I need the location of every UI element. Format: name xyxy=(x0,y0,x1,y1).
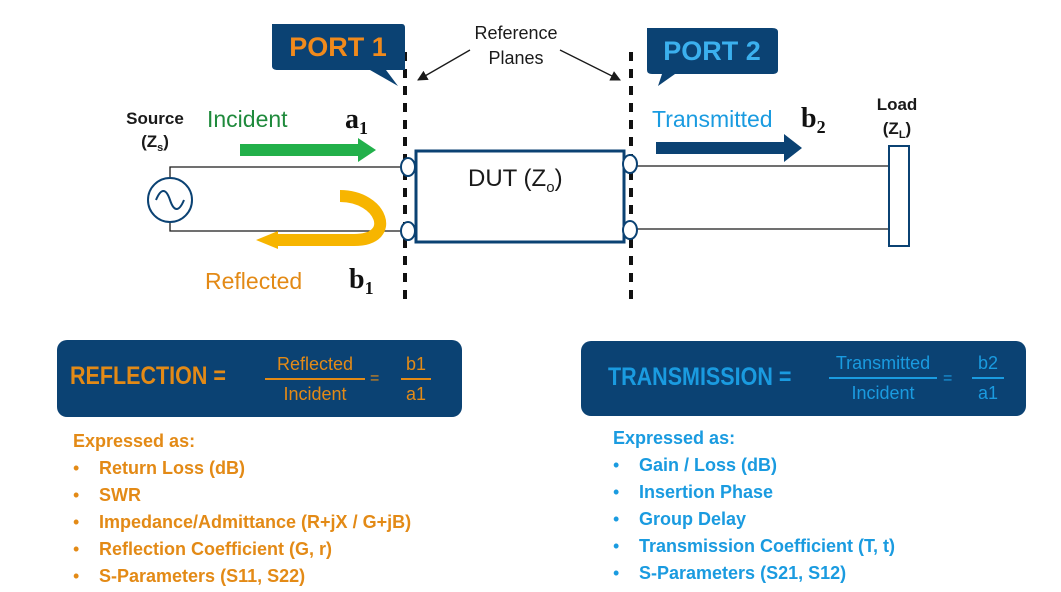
source-label: Source xyxy=(126,109,184,128)
bullet: • xyxy=(613,536,620,556)
list-item-text: SWR xyxy=(99,485,141,505)
list-item: • Impedance/Admittance (R+jX / G+jB) xyxy=(73,509,411,536)
two-port-network-diagram: DUT (Zo) PORT 1 PORT 2 Reference Planes … xyxy=(126,23,918,306)
transmission-word-fraction: Transmitted Incident xyxy=(829,352,937,404)
reference-arrow-left xyxy=(417,49,471,81)
bullet: • xyxy=(73,539,80,559)
list-item: • Insertion Phase xyxy=(613,479,895,506)
list-item-text: Return Loss (dB) xyxy=(99,458,245,478)
load-impedance: (ZL) xyxy=(883,119,911,141)
list-item: • S-Parameters (S21, S12) xyxy=(613,560,895,587)
port1-callout: PORT 1 xyxy=(272,24,405,86)
list-item: • Gain / Loss (dB) xyxy=(613,452,895,479)
list-item: • S-Parameters (S11, S22) xyxy=(73,563,411,590)
bullet: • xyxy=(613,509,620,529)
reflection-ratio-numerator: b1 xyxy=(401,353,431,380)
reflection-denominator: Incident xyxy=(283,384,347,404)
transmission-numerator: Transmitted xyxy=(829,352,937,379)
transmission-ratio-numerator: b2 xyxy=(972,352,1004,379)
incident-variable: a1 xyxy=(345,104,368,138)
port2-label: PORT 2 xyxy=(663,36,761,66)
dut-box xyxy=(414,149,626,244)
reflection-word-fraction: Reflected Incident xyxy=(265,353,365,405)
reflection-numerator: Reflected xyxy=(265,353,365,380)
incident-label: Incident xyxy=(207,106,288,132)
list-item-text: Transmission Coefficient (T, t) xyxy=(639,536,896,556)
transmitted-label: Transmitted xyxy=(652,106,773,132)
reflected-variable: b1 xyxy=(349,264,374,298)
list-item: • Return Loss (dB) xyxy=(73,455,411,482)
transmission-denominator: Incident xyxy=(851,383,915,403)
transmission-expressed-list: Expressed as: • Gain / Loss (dB) • Inserti… xyxy=(613,425,895,587)
list-item: • SWR xyxy=(73,482,411,509)
bullet: • xyxy=(73,458,80,478)
transmission-formula-panel: TRANSMISSION = Transmitted Incident = b2… xyxy=(581,341,1026,416)
list-item: • Transmission Coefficient (T, t) xyxy=(613,533,895,560)
reflection-expressed-header: Expressed as: xyxy=(73,431,196,451)
list-item: • Group Delay xyxy=(613,506,895,533)
source-impedance: (Zs) xyxy=(141,132,169,154)
incident-arrow xyxy=(240,138,376,162)
reflected-arrow xyxy=(278,190,387,246)
bullet: • xyxy=(73,512,80,532)
bullet: • xyxy=(73,485,80,505)
port2-callout: PORT 2 xyxy=(647,28,778,86)
transmission-equals: = xyxy=(943,370,953,387)
list-item-text: S-Parameters (S11, S22) xyxy=(99,566,306,586)
port-terminals xyxy=(400,154,638,241)
transmission-title: TRANSMISSION = xyxy=(608,363,792,391)
bullet: • xyxy=(73,566,80,586)
reference-arrow-right xyxy=(559,49,621,81)
list-item-text: Impedance/Admittance (R+jX / G+jB) xyxy=(99,512,412,532)
reflected-arrow-head xyxy=(256,231,278,249)
list-item-text: Gain / Loss (dB) xyxy=(639,455,778,475)
reflection-equals: = xyxy=(370,370,380,387)
load-element xyxy=(888,145,910,247)
reflection-expressed-list: Expressed as: • Return Loss (dB) • SWR • Im… xyxy=(73,428,411,590)
list-item-text: Reflection Coefficient (G, r) xyxy=(99,539,333,559)
transmission-ratio-fraction: b2 a1 xyxy=(972,352,1004,404)
list-item-text: Insertion Phase xyxy=(639,482,774,502)
bullet: • xyxy=(613,455,620,475)
transmitted-variable: b2 xyxy=(801,103,826,137)
port1-label: PORT 1 xyxy=(289,32,387,62)
transmission-ratio-denominator: a1 xyxy=(977,383,999,403)
bullet: • xyxy=(613,482,620,502)
reference-planes-line1: Reference xyxy=(474,23,557,43)
load-label: Load xyxy=(877,95,918,114)
reflected-label: Reflected xyxy=(205,268,302,294)
ac-source-icon xyxy=(147,177,193,223)
list-item: • Reflection Coefficient (G, r) xyxy=(73,536,411,563)
reflection-ratio-denominator: a1 xyxy=(405,384,427,404)
dut-label: DUT (Zo) xyxy=(468,165,563,196)
transmission-expressed-header: Expressed as: xyxy=(613,428,736,448)
reflection-formula-panel: REFLECTION = Reflected Incident = b1 a1 xyxy=(57,340,462,417)
reference-planes-line2: Planes xyxy=(488,48,543,68)
transmitted-arrow xyxy=(656,134,802,162)
bullet: • xyxy=(613,563,620,583)
reflection-ratio-fraction: b1 a1 xyxy=(401,353,431,405)
reflection-title: REFLECTION = xyxy=(70,362,226,390)
list-item-text: S-Parameters (S21, S12) xyxy=(639,563,847,583)
list-item-text: Group Delay xyxy=(639,509,747,529)
